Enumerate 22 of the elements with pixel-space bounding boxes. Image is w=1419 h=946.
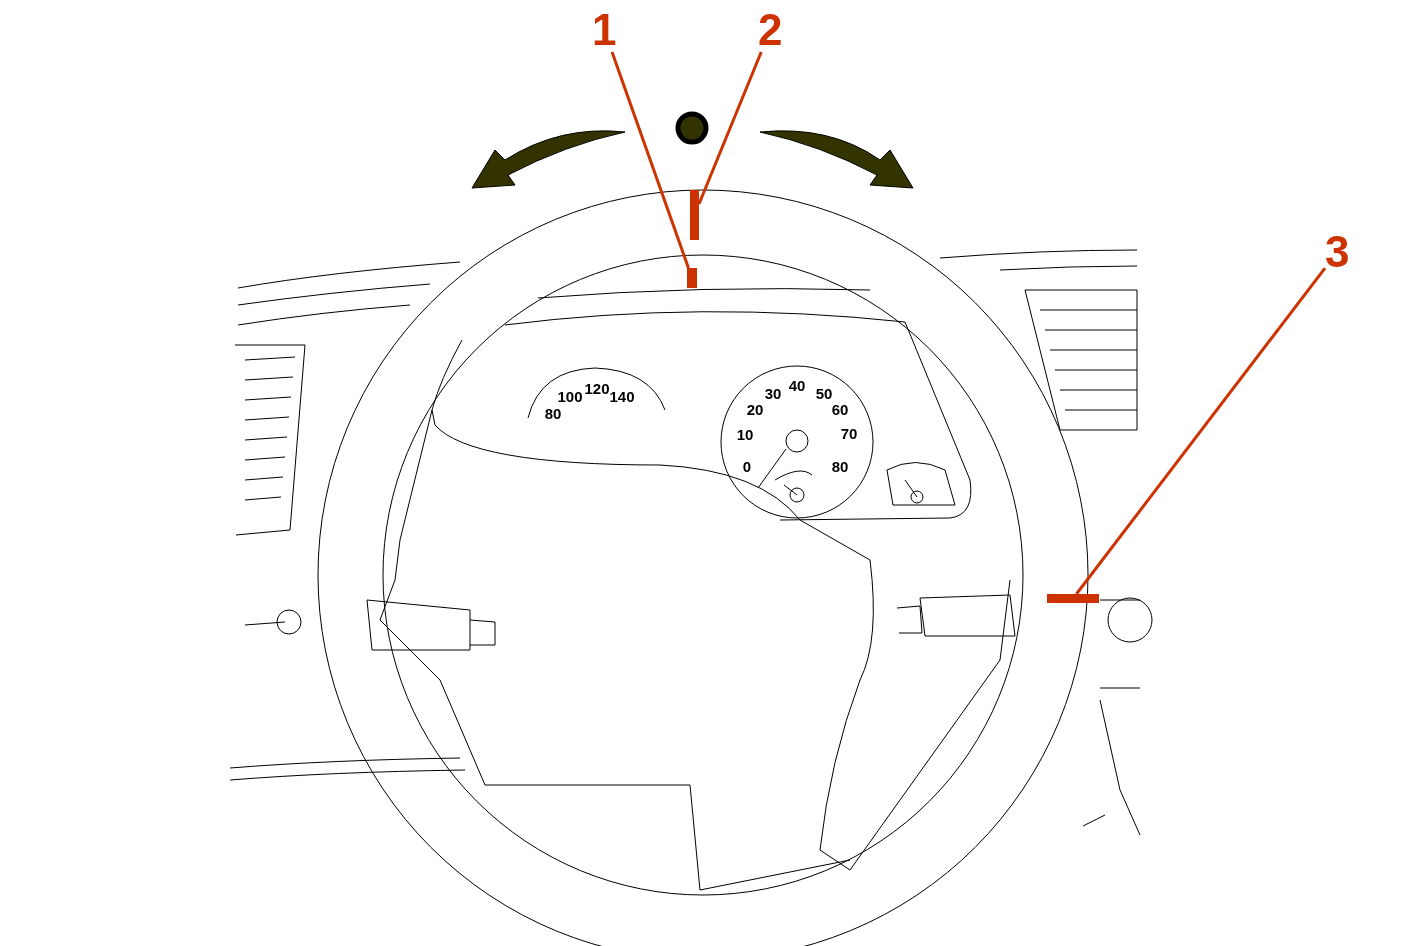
gauge-number: 30 [764, 385, 782, 401]
gauge-number: 50 [815, 385, 833, 401]
gauge-number: 140 [609, 388, 635, 404]
gauge-number: 120 [584, 380, 610, 396]
leader-line [610, 51, 690, 269]
marker-bar [1047, 594, 1099, 603]
leader-line [697, 51, 763, 205]
callout-number: 1 [592, 8, 617, 52]
gauge-number: 10 [736, 426, 754, 442]
gauge-number: 20 [746, 401, 764, 417]
gauge-number: 80 [831, 458, 849, 474]
gauge-number: 100 [557, 388, 583, 404]
gauge-number: 80 [544, 405, 562, 421]
callout-number: 2 [758, 8, 783, 52]
gauge-number: 70 [840, 425, 858, 441]
gauge-number: 0 [742, 458, 752, 474]
gauge-number: 40 [788, 377, 806, 393]
marker-bar [687, 268, 697, 288]
leader-line [1075, 267, 1327, 595]
marker-bar [690, 190, 699, 240]
gauge-number: 60 [831, 401, 849, 417]
callout-number: 3 [1325, 230, 1350, 274]
